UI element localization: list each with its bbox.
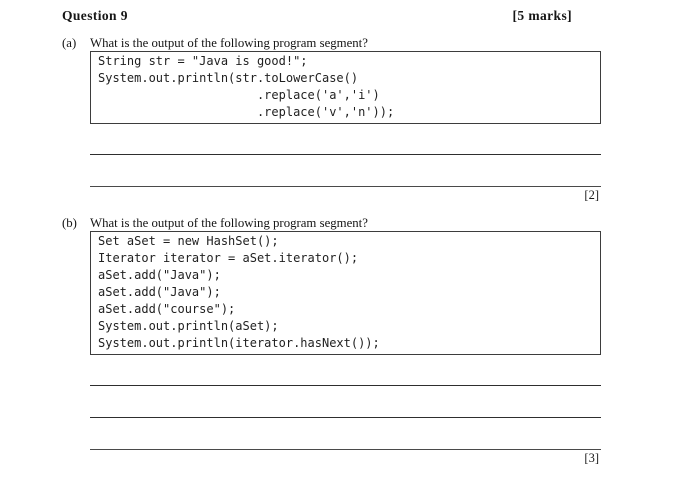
code-line: aSet.add("Java"); — [98, 285, 221, 299]
question-title: Question 9 — [62, 8, 128, 23]
code-line: System.out.println(aSet); — [98, 319, 279, 333]
code-line: System.out.println(str.toLowerCase() — [98, 71, 359, 85]
part-a-code-box: String str = "Java is good!"; System.out… — [90, 51, 601, 124]
question-part-b: (b) What is the output of the following … — [62, 216, 601, 466]
question-part-a: (a) What is the output of the following … — [62, 36, 601, 203]
exam-page: Question 9 [5 marks] (a) What is the out… — [0, 8, 700, 485]
part-a-label: (a) — [62, 36, 77, 50]
answer-line — [90, 386, 601, 418]
code-line: Set aSet = new HashSet(); — [98, 234, 279, 248]
part-a-marks-badge: [2] — [584, 188, 599, 202]
part-a-answer-area — [90, 124, 601, 187]
total-marks-badge: [5 marks] — [512, 8, 572, 23]
part-b-marks-badge: [3] — [584, 451, 599, 465]
answer-line — [90, 355, 601, 386]
part-b-code-box: Set aSet = new HashSet(); Iterator itera… — [90, 231, 601, 355]
code-line: Iterator iterator = aSet.iterator(); — [98, 251, 359, 265]
part-b-answer-area — [90, 355, 601, 450]
part-a-question-text: What is the output of the following prog… — [90, 36, 368, 50]
answer-line — [90, 124, 601, 155]
answer-line — [90, 155, 601, 187]
part-b-question-text: What is the output of the following prog… — [90, 216, 368, 230]
code-line: System.out.println(iterator.hasNext()); — [98, 336, 380, 350]
question-header: Question 9 [5 marks] — [62, 8, 572, 24]
part-b-label: (b) — [62, 216, 77, 230]
code-line: aSet.add("course"); — [98, 302, 236, 316]
part-b-question-row: (b) What is the output of the following … — [62, 216, 601, 231]
code-line: .replace('v','n')); — [98, 105, 395, 119]
code-line: String str = "Java is good!"; — [98, 54, 308, 68]
part-a-question-row: (a) What is the output of the following … — [62, 36, 601, 51]
answer-line — [90, 418, 601, 450]
code-line: aSet.add("Java"); — [98, 268, 221, 282]
code-line: .replace('a','i') — [98, 88, 380, 102]
